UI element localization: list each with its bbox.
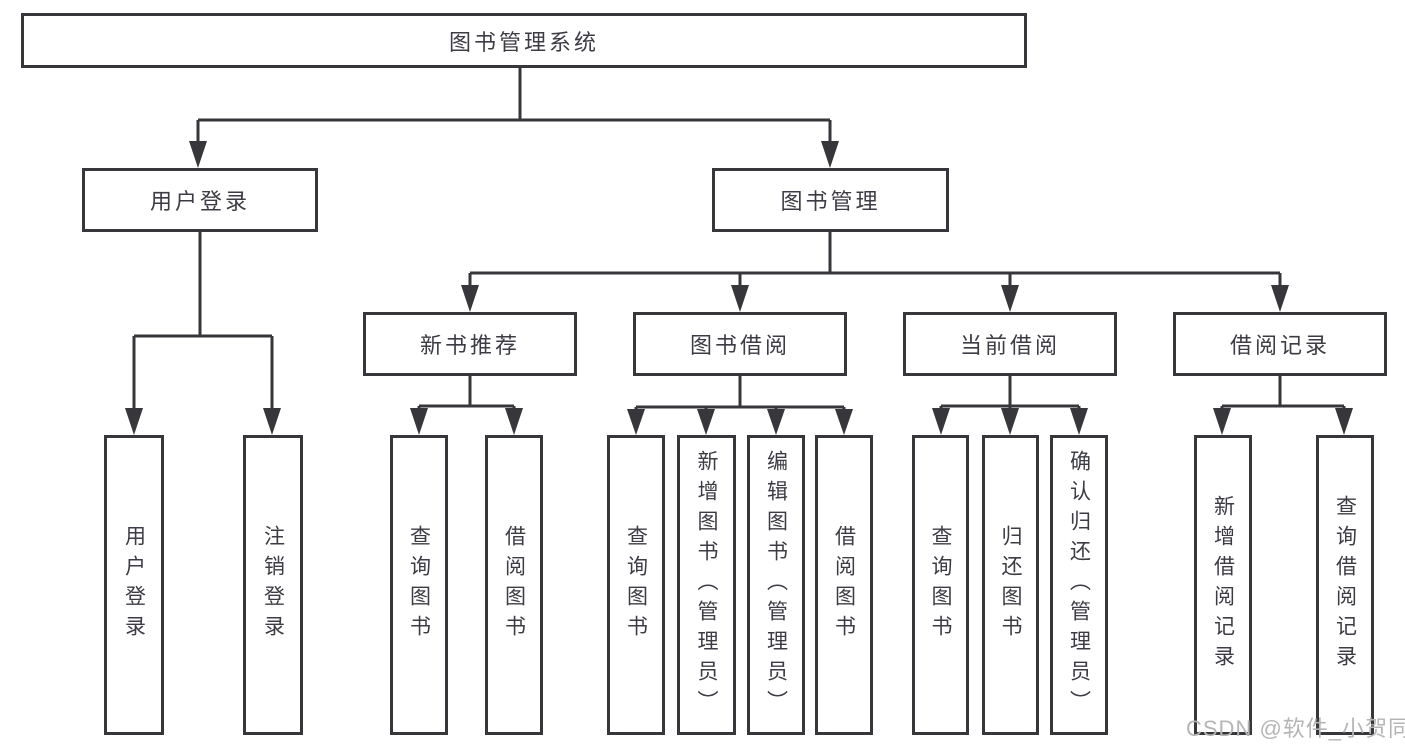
node-new-book-rec-label: 新书推荐 xyxy=(419,333,520,358)
node-leaf-borrow-books-2-label: 借阅图书 xyxy=(832,525,856,645)
node-user-login: 用户登录 xyxy=(82,168,318,232)
connector-book-borrow-children xyxy=(627,376,853,435)
node-leaf-add-borrow-record: 新增借阅记录 xyxy=(1194,435,1252,735)
node-leaf-add-book-admin: 新增图书（管理员） xyxy=(677,435,736,735)
connector-book-mgmt-children xyxy=(461,232,1289,312)
node-leaf-logout: 注销登录 xyxy=(243,435,303,735)
node-borrow-records-label: 借阅记录 xyxy=(1229,333,1330,358)
node-leaf-borrow-books-2: 借阅图书 xyxy=(815,435,873,735)
node-user-login-label: 用户登录 xyxy=(149,189,250,214)
node-leaf-edit-book-admin-label: 编辑图书（管理员） xyxy=(764,450,788,720)
node-leaf-query-borrow-record-label: 查询借阅记录 xyxy=(1333,495,1357,675)
node-leaf-add-borrow-record-label: 新增借阅记录 xyxy=(1211,495,1235,675)
connector-borrow-records-children xyxy=(1213,376,1353,435)
csdn-watermark: CSDN @软件_小贺同学 xyxy=(1186,716,1405,741)
node-leaf-edit-book-admin: 编辑图书（管理员） xyxy=(747,435,805,735)
node-leaf-return-books-label: 归还图书 xyxy=(999,525,1022,645)
node-leaf-query-books-1-label: 查询图书 xyxy=(407,525,431,645)
node-leaf-query-books-3-label: 查询图书 xyxy=(929,525,952,645)
connector-root-to-level2 xyxy=(189,68,839,168)
node-root: 图书管理系统 xyxy=(21,13,1027,68)
node-borrow-records: 借阅记录 xyxy=(1173,312,1387,376)
node-current-borrow-label: 当前借阅 xyxy=(959,333,1060,358)
node-leaf-add-book-admin-label: 新增图书（管理员） xyxy=(695,450,718,720)
node-leaf-query-books-3: 查询图书 xyxy=(912,435,969,735)
node-leaf-query-borrow-record: 查询借阅记录 xyxy=(1316,435,1374,735)
node-new-book-rec: 新书推荐 xyxy=(363,312,577,376)
node-leaf-confirm-return-admin-label: 确认归还（管理员） xyxy=(1067,450,1091,720)
connector-current-borrow-children xyxy=(932,376,1088,435)
node-leaf-query-books-1: 查询图书 xyxy=(390,435,448,735)
node-leaf-confirm-return-admin: 确认归还（管理员） xyxy=(1050,435,1108,735)
node-book-mgmt: 图书管理 xyxy=(712,168,949,232)
node-leaf-borrow-books-1: 借阅图书 xyxy=(485,435,543,735)
node-leaf-user-login: 用户登录 xyxy=(104,435,164,735)
node-leaf-borrow-books-1-label: 借阅图书 xyxy=(502,525,526,645)
node-leaf-query-books-2: 查询图书 xyxy=(607,435,665,735)
node-leaf-return-books: 归还图书 xyxy=(982,435,1039,735)
connector-new-book-children xyxy=(410,376,523,435)
node-book-borrow-label: 图书借阅 xyxy=(689,333,790,358)
node-current-borrow: 当前借阅 xyxy=(903,312,1117,376)
node-book-mgmt-label: 图书管理 xyxy=(780,189,881,214)
node-root-label: 图书管理系统 xyxy=(448,29,599,55)
node-leaf-user-login-label: 用户登录 xyxy=(122,525,146,645)
node-leaf-query-books-2-label: 查询图书 xyxy=(624,525,648,645)
node-leaf-logout-label: 注销登录 xyxy=(261,525,285,645)
connector-user-login-children xyxy=(125,232,281,435)
node-book-borrow: 图书借阅 xyxy=(633,312,847,376)
